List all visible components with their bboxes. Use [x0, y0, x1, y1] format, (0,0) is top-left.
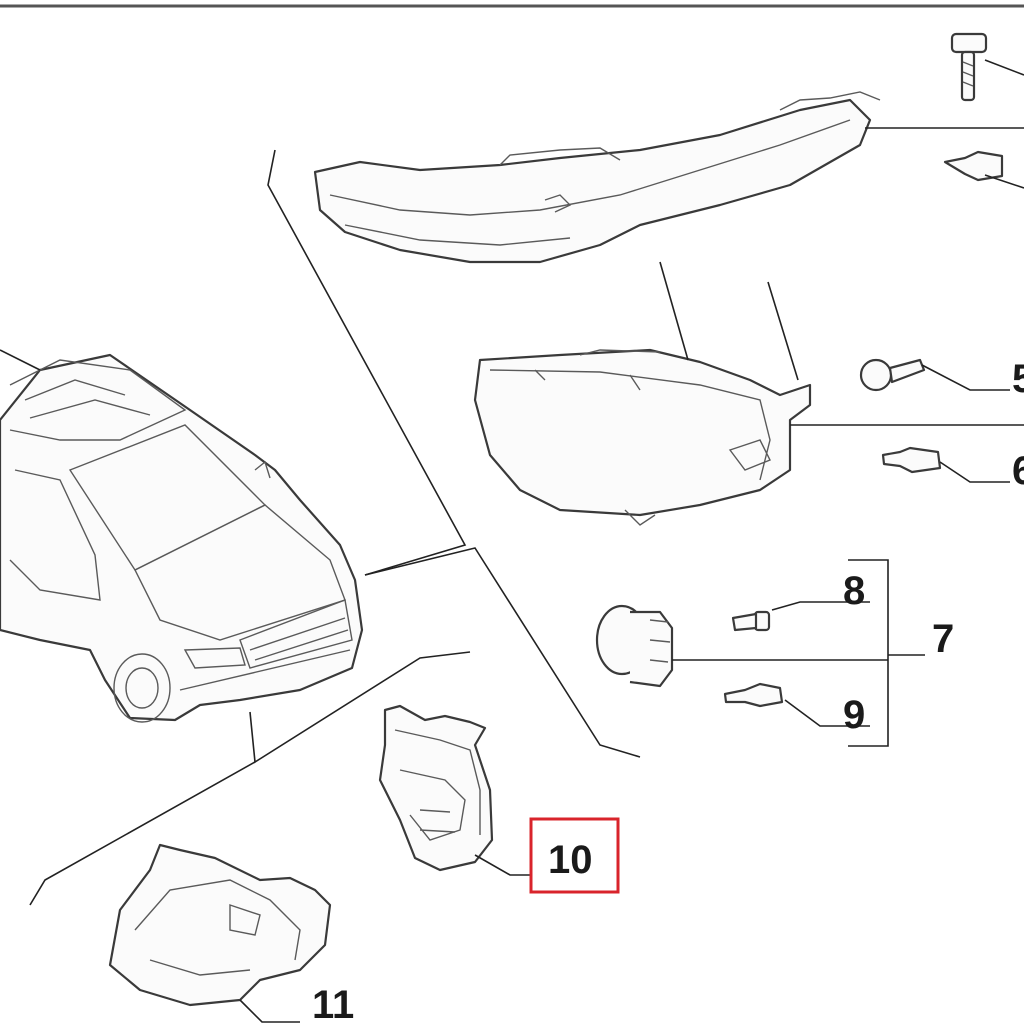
headlamp-drl-strip [313, 91, 881, 264]
bulb-9 [723, 682, 784, 708]
callout-leaders [239, 59, 1024, 1023]
bulb-6 [881, 446, 942, 474]
screw-5 [859, 358, 926, 392]
callout-8-label: 8 [843, 569, 865, 613]
vehicle-illustration [0, 353, 364, 723]
callout-10-highlight-box [529, 817, 620, 894]
callout-7-label: 7 [932, 617, 954, 661]
bracket-part-10 [378, 704, 494, 872]
bracket-part-11 [108, 843, 332, 1007]
fog-lamp [595, 604, 674, 688]
callout-11-label: 11 [312, 983, 354, 1024]
fastener-screw-top [950, 32, 988, 102]
callout-9-label: 9 [843, 693, 865, 737]
assembly-leader-lines [0, 149, 641, 906]
callout-6-label: 6 [1012, 449, 1024, 493]
callout-10-label: 10 [548, 838, 593, 882]
callout-5-label: 5 [1012, 357, 1024, 401]
screw-8 [731, 610, 771, 632]
bulb-top [943, 150, 1004, 182]
headlamp-main-assembly [473, 261, 812, 526]
